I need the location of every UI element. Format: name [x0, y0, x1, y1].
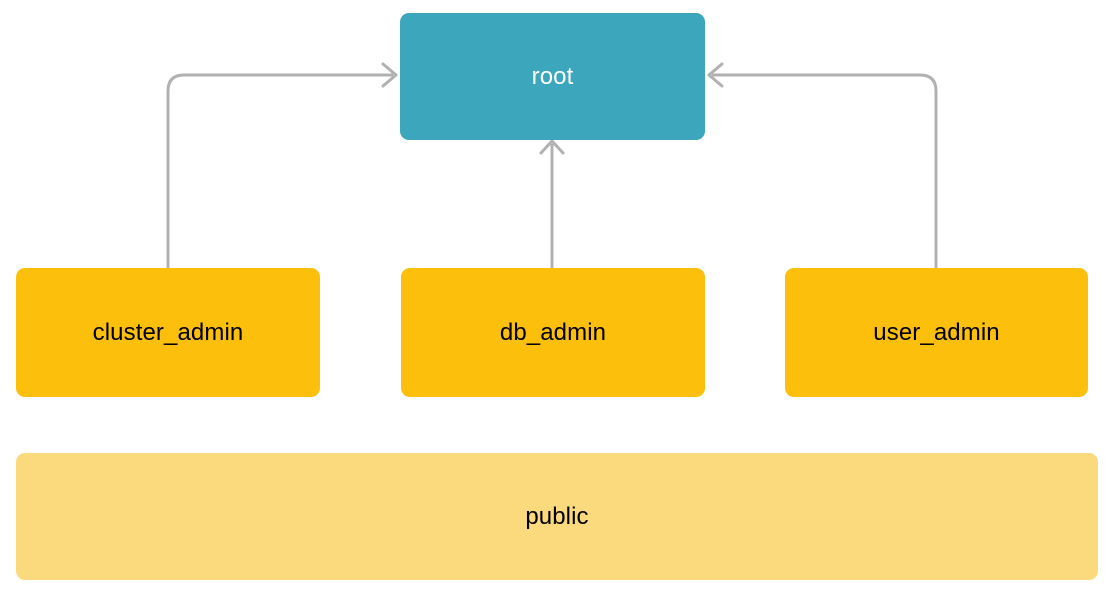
edge-cluster_admin-to-root	[166, 62, 398, 274]
node-public: public	[16, 453, 1098, 580]
node-user-admin: user_admin	[785, 268, 1088, 397]
node-db-admin: db_admin	[401, 268, 705, 397]
node-public-label: public	[525, 502, 589, 530]
arrowhead-right-icon	[381, 62, 398, 88]
node-db-admin-label: db_admin	[499, 318, 607, 346]
node-root: root	[400, 13, 705, 140]
edge-user_admin-to-root	[707, 62, 938, 274]
arrowhead-left-icon	[707, 62, 724, 88]
node-user-admin-label: user_admin	[873, 318, 1000, 346]
node-root-label: root	[531, 62, 574, 90]
node-cluster-admin: cluster_admin	[16, 268, 320, 397]
arrowhead-up-icon	[539, 139, 565, 155]
edge-db_admin-to-root	[539, 139, 565, 274]
node-cluster-admin-label: cluster_admin	[92, 318, 244, 346]
